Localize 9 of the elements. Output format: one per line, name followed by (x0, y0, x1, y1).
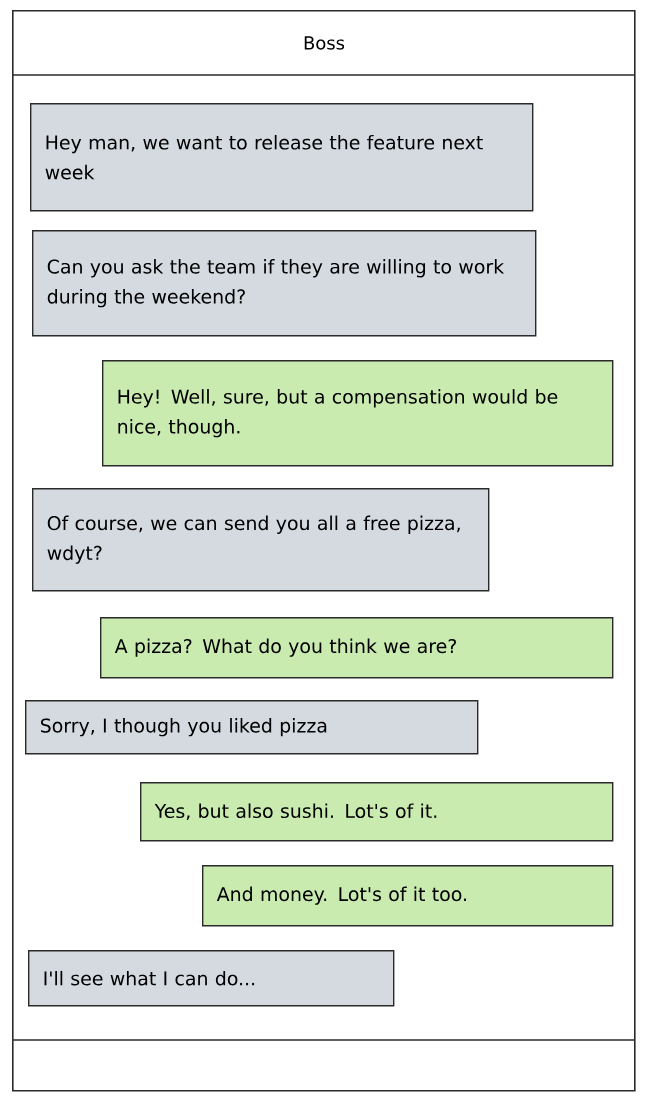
received-message-bubble: Sorry, I though you liked pizza (25, 700, 479, 755)
received-message-bubble: Of course, we can send you all a free pizza, wdyt? (32, 488, 490, 592)
received-message-bubble: I'll see what I can do... (28, 950, 395, 1007)
sent-message-bubble: A pizza? What do you think we are? (100, 617, 614, 679)
sent-message-bubble: Hey! Well, sure, but a compensation would be nice, though. (102, 360, 614, 467)
sent-message-bubble: And money. Lot's of it too. (202, 865, 614, 927)
received-message-bubble: Can you ask the team if they are willing to work during the weekend? (32, 230, 537, 337)
received-message-bubble: Hey man, we want to release the feature next week (30, 103, 534, 212)
sent-message-bubble: Yes, but also sushi. Lot's of it. (140, 782, 614, 842)
